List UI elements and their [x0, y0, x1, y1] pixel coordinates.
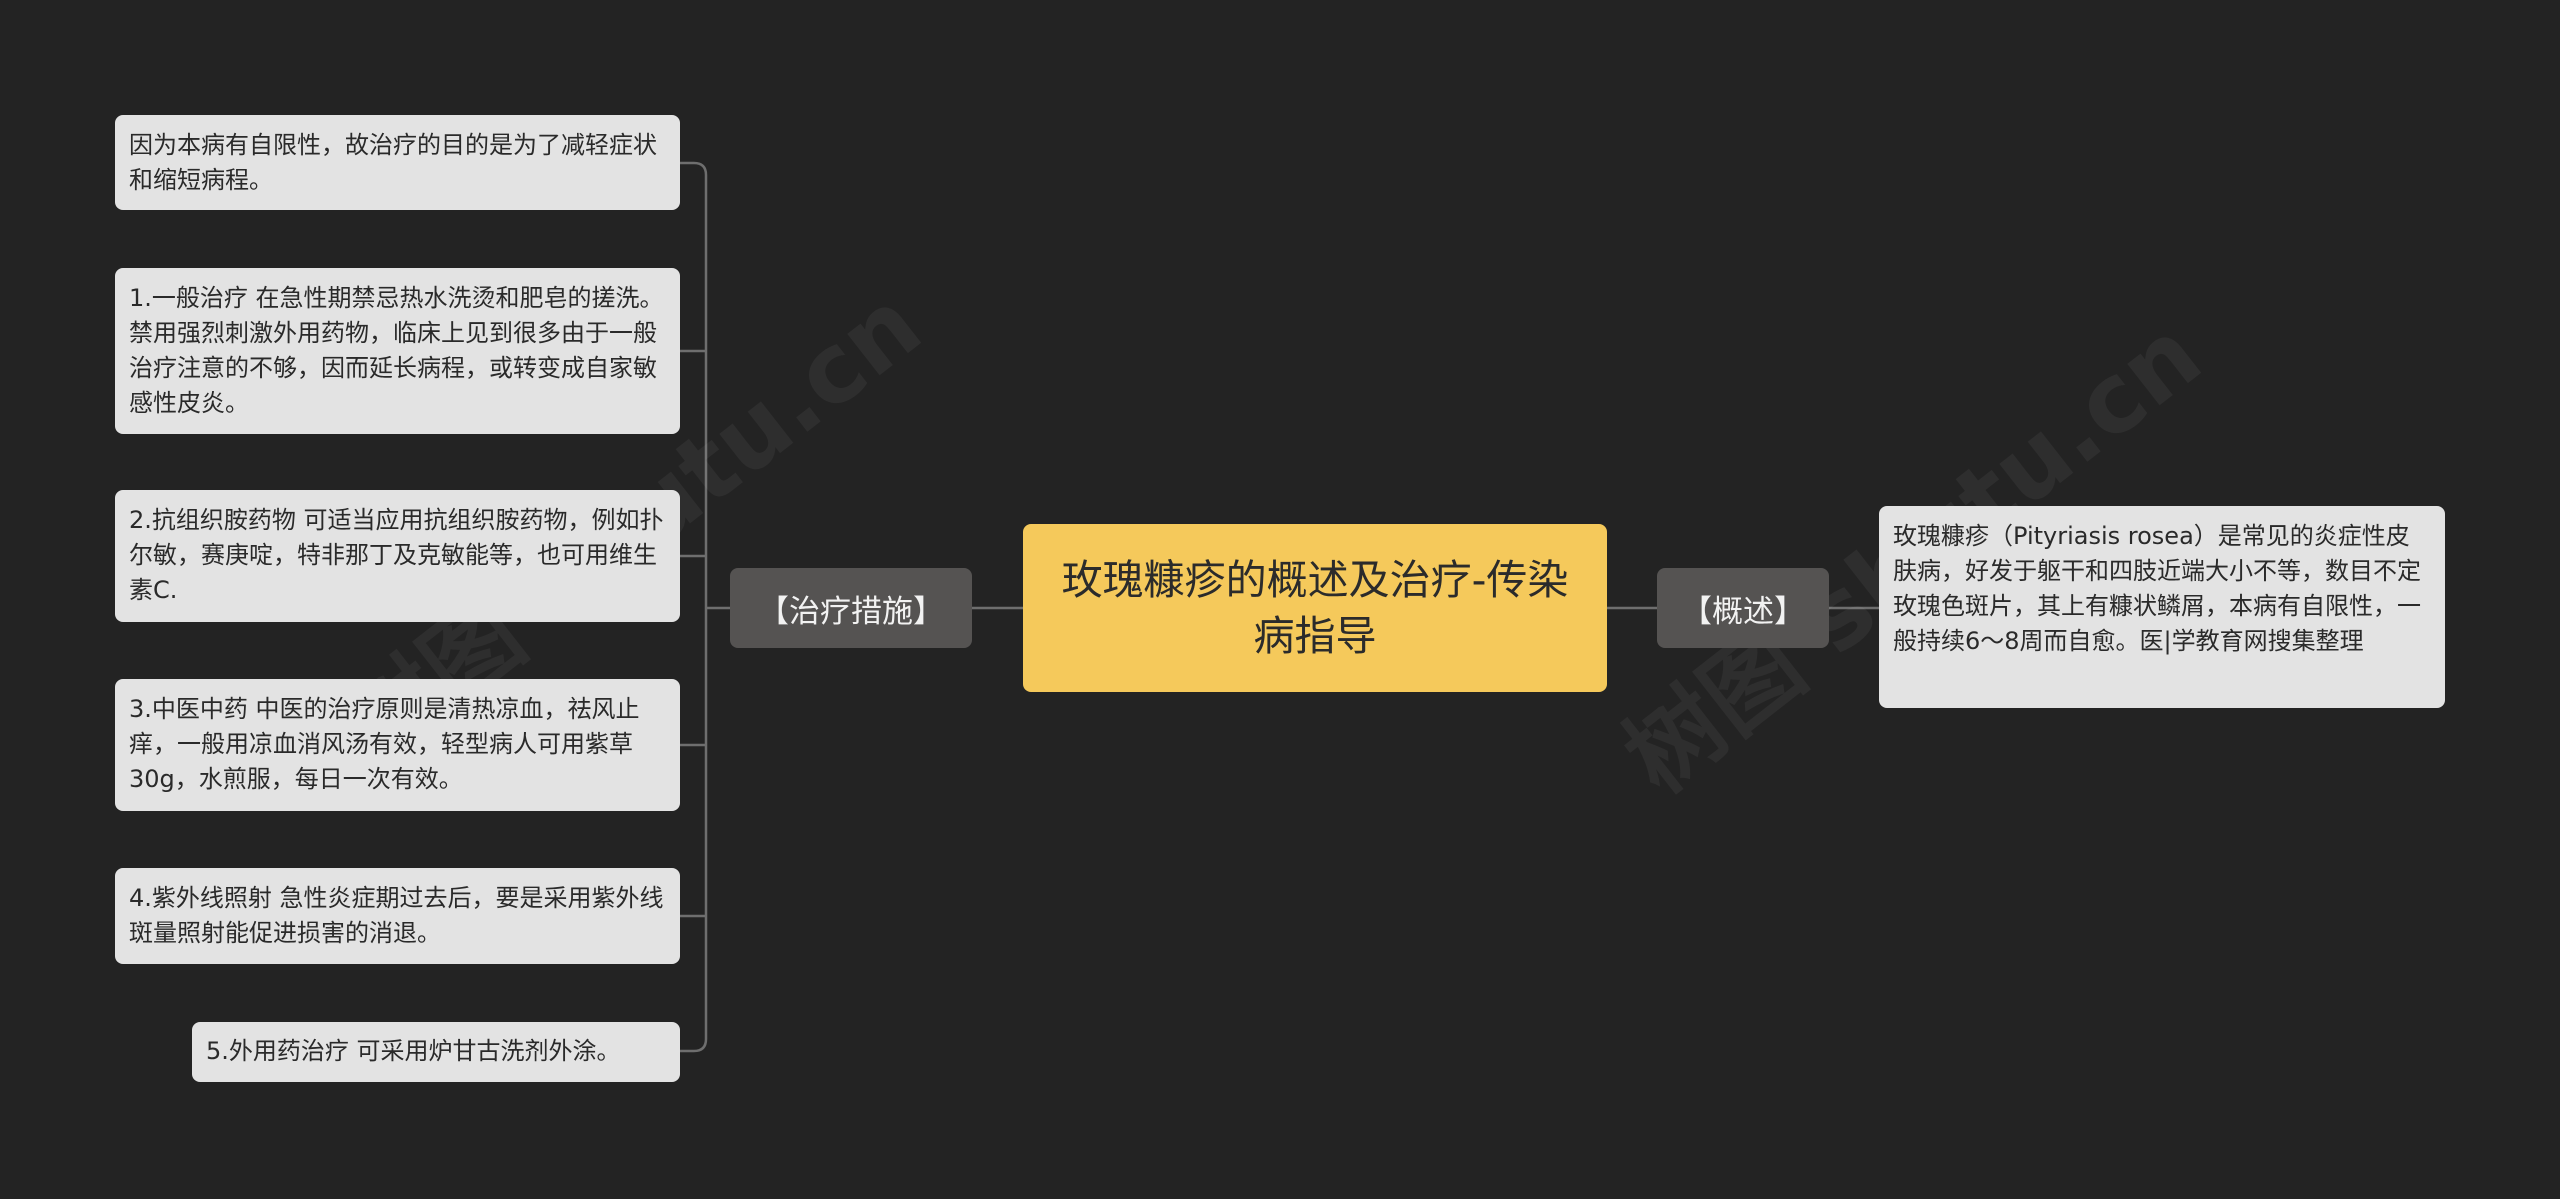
leaf-topical[interactable]: 5.外用药治疗 可采用炉甘古洗剂外涂。 — [192, 1022, 680, 1082]
branch-treatment[interactable]: 【治疗措施】 — [730, 568, 972, 648]
leaf-antihistamine[interactable]: 2.抗组织胺药物 可适当应用抗组织胺药物，例如扑尔敏，赛庚啶，特非那丁及克敏能等… — [115, 490, 680, 622]
central-topic-label: 玫瑰糠疹的概述及治疗-传染病指导 — [1061, 556, 1569, 660]
branch-treatment-label: 【治疗措施】 — [758, 593, 944, 630]
branch-overview[interactable]: 【概述】 — [1657, 568, 1829, 648]
central-topic[interactable]: 玫瑰糠疹的概述及治疗-传染病指导 — [1023, 524, 1607, 692]
leaf-uv-therapy[interactable]: 4.紫外线照射 急性炎症期过去后，要是采用紫外线斑量照射能促进损害的消退。 — [115, 868, 680, 964]
leaf-treatment-goal[interactable]: 因为本病有自限性，故治疗的目的是为了减轻症状和缩短病程。 — [115, 115, 680, 210]
leaf-tcm[interactable]: 3.中医中药 中医的治疗原则是清热凉血，祛风止痒，一般用凉血消风汤有效，轻型病人… — [115, 679, 680, 811]
leaf-overview-text[interactable]: 玫瑰糠疹（Pityriasis rosea）是常见的炎症性皮肤病，好发于躯干和四… — [1879, 506, 2445, 708]
leaf-general-treatment[interactable]: 1.一般治疗 在急性期禁忌热水洗烫和肥皂的搓洗。禁用强烈刺激外用药物，临床上见到… — [115, 268, 680, 434]
branch-overview-label: 【概述】 — [1681, 593, 1805, 630]
connector-left-trunk — [680, 161, 708, 1053]
